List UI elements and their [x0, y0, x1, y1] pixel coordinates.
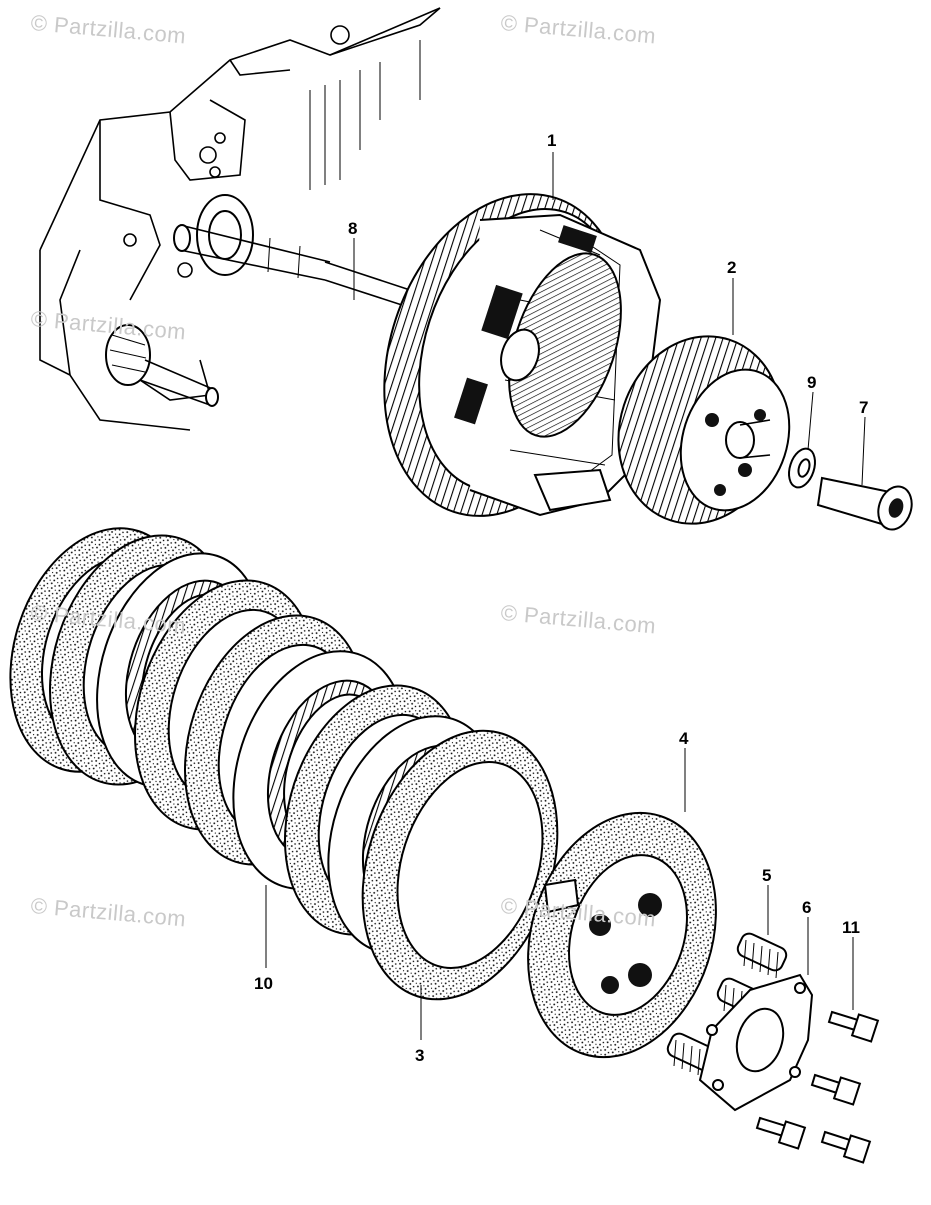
- callout-6[interactable]: 6: [802, 898, 811, 917]
- output-shaft: [105, 324, 219, 407]
- callout-2[interactable]: 2: [727, 258, 736, 277]
- callout-labels: 1 2 3 4 5 6 7 8 9 10 11: [254, 131, 868, 1065]
- callout-11[interactable]: 11: [842, 918, 860, 937]
- callout-9[interactable]: 9: [807, 373, 816, 392]
- engine-case: [39, 7, 441, 431]
- bolt: [820, 1130, 872, 1164]
- clutch-outer: [383, 193, 662, 517]
- leader-lines: [265, 152, 866, 1040]
- clutch-plate-stack: [9, 527, 559, 1001]
- clutch-center: [617, 335, 791, 525]
- mainshaft: [173, 194, 411, 307]
- bolt: [810, 1073, 862, 1106]
- callout-3[interactable]: 3: [415, 1046, 424, 1065]
- callout-10[interactable]: 10: [254, 974, 273, 993]
- bolt: [755, 1116, 807, 1150]
- lifter-plate: [698, 973, 814, 1112]
- callout-1[interactable]: 1: [547, 131, 556, 150]
- callout-7[interactable]: 7: [859, 398, 868, 417]
- washer: [788, 447, 816, 489]
- center-bolt: [816, 476, 913, 531]
- bolt: [827, 1010, 880, 1043]
- spring: [736, 932, 788, 979]
- callout-4[interactable]: 4: [679, 729, 689, 748]
- callout-5[interactable]: 5: [762, 866, 771, 885]
- pressure-plate: [527, 811, 717, 1059]
- bolts: [755, 1010, 880, 1164]
- callout-8[interactable]: 8: [348, 219, 357, 238]
